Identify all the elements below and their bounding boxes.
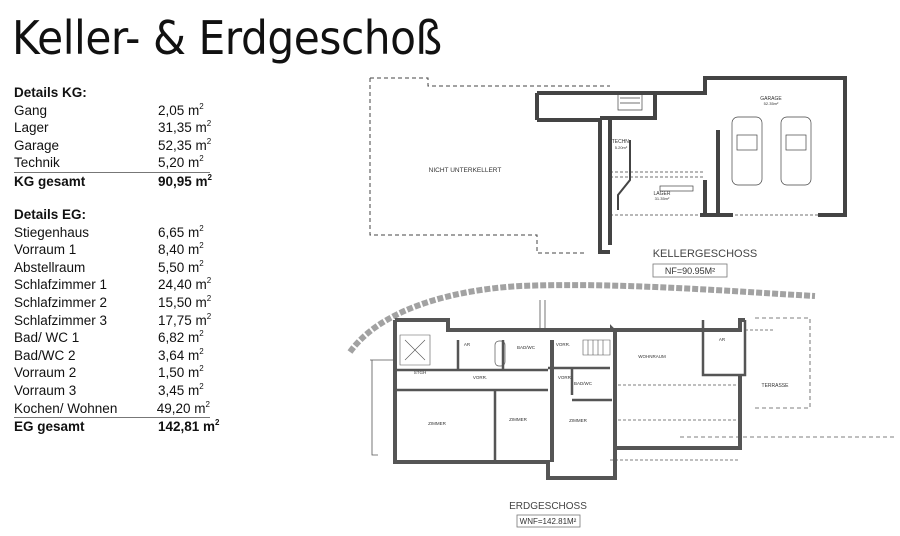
- room-area: 5,20 m2: [158, 154, 204, 171]
- label-wohnraum: WOHNRAUM: [638, 354, 666, 359]
- label-zimmer-3: ZIMMER: [569, 418, 587, 423]
- room-area: 15,50 m2: [158, 293, 212, 310]
- room-area: 5,50 m2: [158, 258, 204, 275]
- kg-total-row: KG gesamt 90,95 m2: [14, 173, 229, 191]
- room-label: Stiegenhaus: [14, 224, 90, 240]
- eg-row: Vorraum 1 8,40 m2: [14, 241, 229, 259]
- label-garage: GARAGE: [760, 96, 782, 102]
- label-zimmer-1: ZIMMER: [428, 421, 446, 426]
- room-label: Schlafzimmer 1: [14, 277, 108, 293]
- kg-total-value: 90,95 m2: [158, 172, 212, 189]
- room-label: Abstellraum: [14, 259, 86, 275]
- label-zimmer-2: ZIMMER: [509, 417, 527, 422]
- eg-row: Schlafzimmer 3 17,75 m2: [14, 312, 229, 330]
- label-ar-1: AR: [464, 342, 471, 347]
- eg-row: Bad/WC 2 3,64 m2: [14, 347, 229, 365]
- kellergeschoss-title: KELLERGESCHOSS: [653, 248, 758, 260]
- kellergeschoss-plan: [369, 76, 847, 254]
- room-label: Vorraum 1: [14, 242, 77, 258]
- room-area: 6,82 m2: [158, 329, 204, 346]
- eg-total-value: 142,81 m2: [158, 418, 220, 435]
- label-lager-area: 31.35m²: [655, 196, 670, 201]
- label-ar-2: AR: [719, 337, 726, 342]
- room-area: 3,64 m2: [158, 346, 204, 363]
- room-area: 24,40 m2: [158, 276, 212, 293]
- label-terrasse: TERRASSE: [762, 383, 790, 389]
- label-garage-area: 52.35m²: [764, 101, 779, 106]
- kg-area: NF=90.95M²: [665, 266, 715, 276]
- room-label: Vorraum 3: [14, 382, 77, 398]
- room-label: Schlafzimmer 2: [14, 294, 108, 310]
- kg-heading-text: Details KG:: [14, 85, 87, 100]
- eg-row: Stiegenhaus 6,65 m2: [14, 224, 229, 242]
- eg-row: Vorraum 2 1,50 m2: [14, 364, 229, 382]
- room-label: Kochen/ Wohnen: [14, 400, 118, 416]
- label-bad-wc-2: BAD/WC: [574, 381, 593, 386]
- label-nicht-unterkellert: NICHT UNTERKELLERT: [429, 167, 502, 174]
- erdgeschoss-plan: [347, 282, 895, 480]
- room-area: 31,35 m2: [158, 119, 212, 136]
- room-label: Technik: [14, 155, 60, 171]
- kg-row: Lager 31,35 m2: [14, 119, 229, 137]
- room-area: 2,05 m2: [158, 101, 204, 118]
- room-area: 6,65 m2: [158, 223, 204, 240]
- room-label: Garage: [14, 137, 60, 153]
- kg-heading: Details KG:: [14, 84, 229, 102]
- page-title: Keller- & Erdgeschoß: [12, 11, 442, 65]
- room-area: 8,40 m2: [158, 241, 204, 258]
- room-area: 52,35 m2: [158, 136, 212, 153]
- room-label: Vorraum 2: [14, 365, 77, 381]
- room-area: 3,45 m2: [158, 381, 204, 398]
- eg-area-box: [516, 514, 581, 528]
- room-label: Schlafzimmer 3: [14, 312, 108, 328]
- label-lager: LAGER: [654, 191, 671, 197]
- eg-heading: Details EG:: [14, 206, 229, 224]
- eg-heading-text: Details EG:: [14, 207, 87, 222]
- label-vorr-2: VORR.: [556, 342, 570, 347]
- eg-total-row: EG gesamt 142,81 m2: [14, 418, 229, 436]
- room-label: Lager: [14, 120, 49, 136]
- eg-total-label: EG gesamt: [14, 419, 85, 435]
- room-area: 17,75 m2: [158, 311, 212, 328]
- room-label: Gang: [14, 102, 48, 118]
- room-area: 1,50 m2: [158, 364, 204, 381]
- eg-row: Kochen/ Wohnen 49,20 m2: [14, 400, 210, 419]
- label-vorr-3: VORR.: [558, 375, 572, 380]
- erdgeschoss-title: ERDGESCHOSS: [509, 501, 587, 512]
- eg-row: Abstellraum 5,50 m2: [14, 259, 229, 277]
- eg-row: Vorraum 3 3,45 m2: [14, 382, 229, 400]
- eg-row: Schlafzimmer 1 24,40 m2: [14, 276, 229, 294]
- kg-row: Garage 52,35 m2: [14, 137, 229, 155]
- label-bad-wc-1: BAD/WC: [517, 345, 536, 350]
- eg-details-table: Details EG: Stiegenhaus 6,65 m2 Vorraum 1 8…: [14, 206, 229, 436]
- label-stgh: STGH: [414, 370, 427, 375]
- kg-total-label: KG gesamt: [14, 173, 86, 189]
- eg-area: WNF=142.81M²: [520, 517, 577, 526]
- label-techn: TECHN.: [612, 139, 631, 145]
- label-vorr-1: VORR.: [473, 375, 487, 380]
- kg-row: Technik 5,20 m2: [14, 154, 210, 173]
- room-area: 49,20 m2: [156, 399, 210, 416]
- label-techn-area: 5.20m²: [615, 145, 628, 150]
- eg-row: Bad/ WC 1 6,82 m2: [14, 329, 229, 347]
- room-label: Bad/WC 2: [14, 347, 76, 363]
- kg-row: Gang 2,05 m2: [14, 102, 229, 120]
- eg-row: Schlafzimmer 2 15,50 m2: [14, 294, 229, 312]
- kg-area-box: [652, 263, 728, 278]
- room-label: Bad/ WC 1: [14, 330, 80, 346]
